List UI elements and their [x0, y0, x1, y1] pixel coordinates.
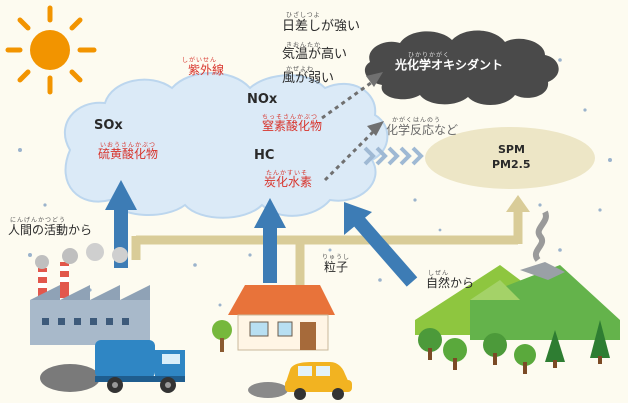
weather-line-1: 日差しが強い — [282, 19, 361, 34]
weather-line-2: 気温が高い — [282, 47, 348, 62]
sox-ruby: いおうさんかぶつ — [100, 142, 157, 149]
uv-ruby: しがいせん — [182, 57, 218, 64]
smog-cloud — [64, 72, 389, 219]
human-label: 人間の活動から — [8, 223, 93, 237]
trees-icon — [418, 320, 610, 374]
reaction-ruby: かがくはんのう — [392, 117, 442, 124]
human-ruby: にんげんかつどう — [10, 217, 67, 224]
factory-icon — [30, 243, 150, 345]
oxidant-cloud — [364, 30, 559, 106]
mountains-icon — [415, 210, 620, 340]
particle-ruby: りゅうし — [322, 254, 351, 261]
hc-label: 炭化水素 — [264, 175, 313, 189]
spm-ellipse — [425, 127, 595, 189]
truck-icon — [40, 340, 185, 393]
weather-ruby-1: ひざしつよ — [286, 12, 321, 19]
sox-label: 硫黄酸化物 — [98, 147, 159, 161]
car-icon — [248, 362, 352, 400]
oxidant-label: 光化学オキシダント — [395, 58, 504, 72]
sox-heading: SOx — [94, 118, 123, 133]
sun-icon — [5, 5, 97, 95]
weather-ruby-2: きおんたか — [286, 42, 322, 49]
reaction-arrows — [321, 78, 377, 182]
reaction-label: 化学反応など — [386, 123, 459, 137]
nature-label: 自然から — [426, 276, 475, 290]
weather-line-3: 風が弱い — [282, 71, 335, 86]
pm25-label: PM2.5 — [492, 158, 531, 171]
particle-path — [131, 210, 523, 290]
hc-ruby: たんかすいそ — [266, 170, 309, 177]
nature-ruby: しぜん — [428, 270, 450, 277]
oxidant-ruby: ひかりかがく — [408, 52, 451, 59]
nature-arrow — [344, 202, 418, 287]
hc-heading: HC — [254, 148, 275, 163]
spm-label: SPM — [498, 143, 525, 156]
chevron-arrows-icon — [363, 146, 424, 166]
nox-ruby: ちっそさんかぶつ — [262, 114, 319, 121]
particle-label: 粒子 — [324, 260, 349, 274]
uv-label: 紫外線 — [188, 63, 225, 77]
house-icon — [212, 285, 335, 352]
nox-heading: NOx — [247, 92, 278, 107]
weather-ruby-3: かぜよわ — [286, 66, 315, 73]
nox-label: 窒素酸化物 — [262, 119, 323, 133]
